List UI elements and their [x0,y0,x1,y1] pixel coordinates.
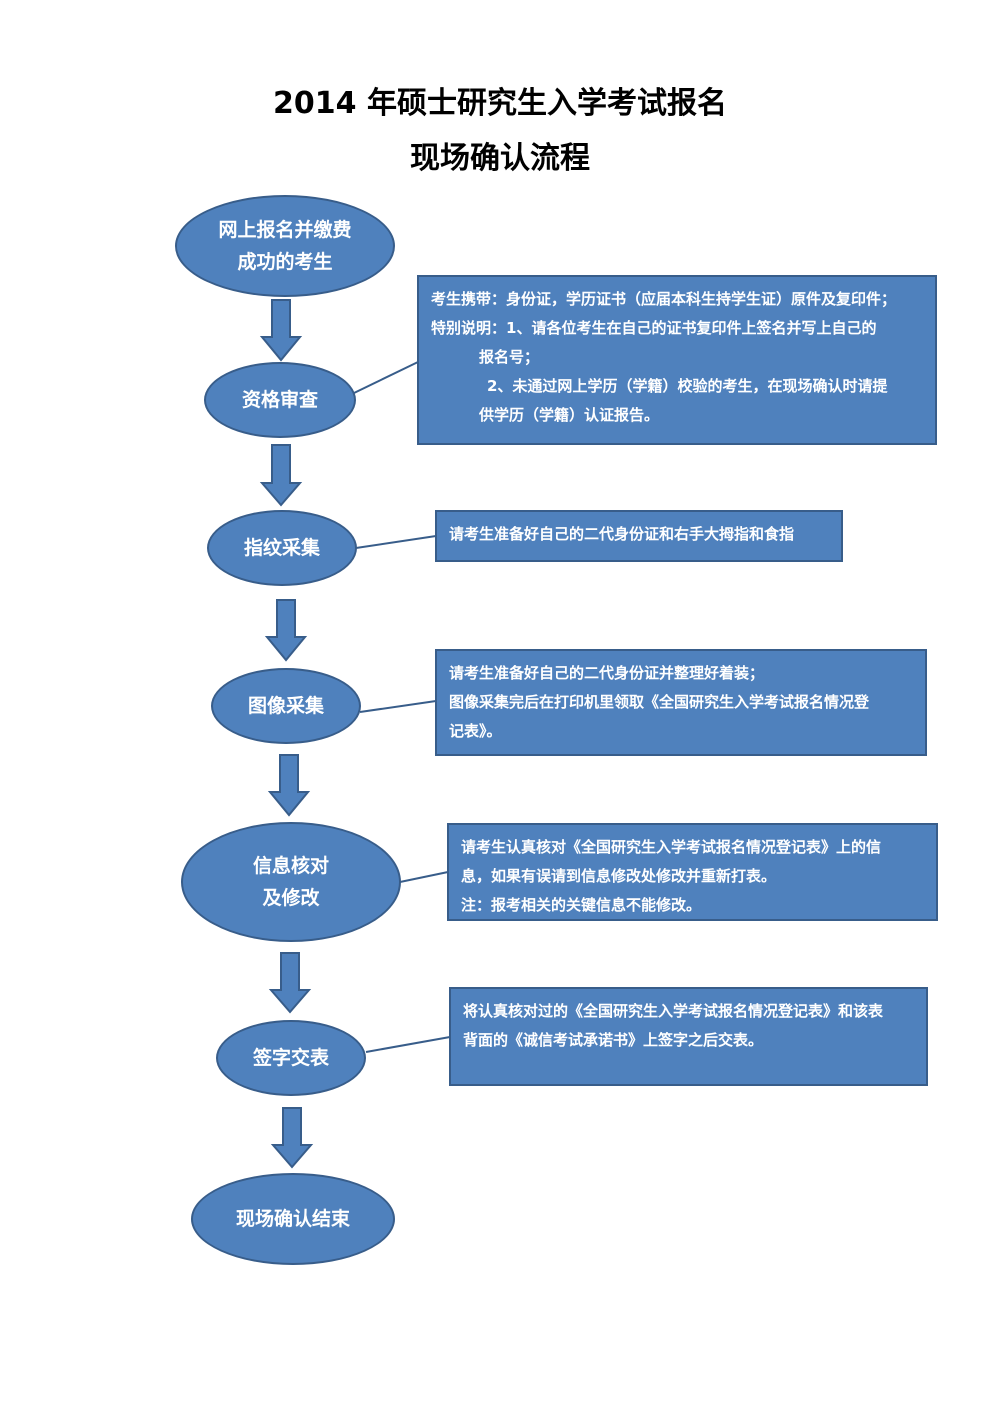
note-line: 背面的《诚信考试承诺书》上签字之后交表。 [463,1031,764,1049]
callout-line-sign [365,1036,451,1053]
step-label: 图像采集 [247,695,324,717]
callout-line-fingerprint [355,535,437,549]
step-label: 现场确认结束 [235,1208,350,1230]
step-qualification-review: 资格审查 [204,362,356,438]
step-verify-modify: 信息核对 及修改 [181,822,401,942]
flow-arrow-3 [264,599,308,662]
page-title: 2014 年硕士研究生入学考试报名 [273,86,727,121]
step-label: 资格审查 [241,389,318,411]
note-line: 请考生认真核对《全国研究生入学考试报名情况登记表》上的信 [461,838,882,856]
flow-arrow-6 [270,1107,314,1169]
page-subtitle: 现场确认流程 [410,141,590,176]
note-line: 请考生准备好自己的二代身份证和右手大拇指和食指 [449,525,795,543]
flow-arrow-5 [268,952,312,1014]
note-line: 图像采集完后在打印机里领取《全国研究生入学考试报名情况登 [449,693,870,711]
note-verify: 请考生认真核对《全国研究生入学考试报名情况登记表》上的信 息，如果有误请到信息修… [447,823,938,921]
step-label: 信息核对 [252,855,329,877]
note-photo: 请考生准备好自己的二代身份证并整理好着装； 图像采集完后在打印机里领取《全国研究… [435,649,927,756]
step-sign-submit: 签字交表 [216,1020,366,1096]
note-qualification-review: 考生携带：身份证，学历证书（应届本科生持学生证）原件及复印件； 特别说明：1、请… [417,275,937,445]
note-line: 请考生准备好自己的二代身份证并整理好着装； [449,664,765,682]
note-line: 特别说明：1、请各位考生在自己的证书复印件上签名并写上自己的 [431,319,877,337]
callout-line-verify [399,871,449,883]
step-end: 现场确认结束 [191,1173,395,1265]
step-label: 签字交表 [252,1047,329,1069]
note-line: 2、未通过网上学历（学籍）校验的考生，在现场确认时请提 [487,377,888,395]
note-fingerprint: 请考生准备好自己的二代身份证和右手大拇指和食指 [435,510,843,562]
note-line: 记表》。 [449,722,502,740]
flow-arrow-2 [259,444,303,507]
callout-line-review [353,361,419,394]
callout-line-photo [359,700,437,713]
step-fingerprint: 指纹采集 [207,510,357,586]
note-line: 供学历（学籍）认证报告。 [479,406,660,424]
note-line: 将认真核对过的《全国研究生入学考试报名情况登记表》和该表 [463,1002,884,1020]
note-line: 息，如果有误请到信息修改处修改并重新打表。 [461,867,777,885]
note-line: 考生携带：身份证，学历证书（应届本科生持学生证）原件及复印件； [431,290,897,308]
note-line: 报名号； [479,348,540,366]
step-label: 网上报名并缴费 [218,219,352,241]
note-sign: 将认真核对过的《全国研究生入学考试报名情况登记表》和该表 背面的《诚信考试承诺书… [449,987,928,1086]
step-label: 指纹采集 [243,537,320,559]
flow-arrow-4 [267,754,311,817]
step-label: 成功的考生 [237,251,333,273]
step-label: 及修改 [262,887,320,909]
step-online-registration: 网上报名并缴费 成功的考生 [175,195,395,297]
note-line: 注：报考相关的关键信息不能修改。 [461,896,702,914]
step-photo: 图像采集 [211,668,361,744]
flow-arrow-1 [259,299,303,362]
